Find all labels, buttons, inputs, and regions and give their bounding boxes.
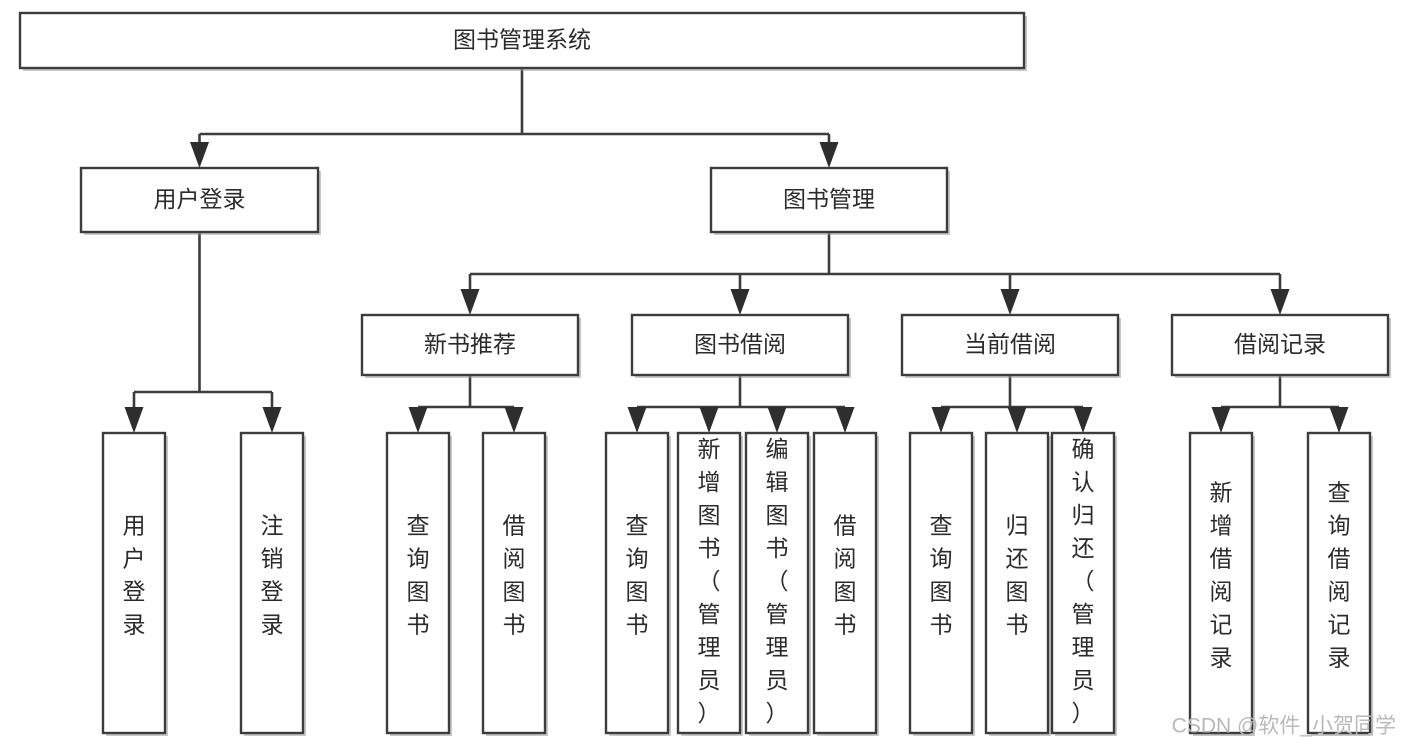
arrow-head-icon [460,289,480,315]
arrow-head-icon [262,407,282,433]
node-leaf-edit-book[interactable]: 编辑图书（管理员） [744,431,811,736]
node-label: 查询借阅记录 [1328,480,1351,671]
node-rect[interactable] [1306,431,1372,735]
node-rect[interactable] [604,431,670,735]
node-rect[interactable] [744,431,810,735]
connector-layer [124,68,1349,433]
arrow-head-icon [931,407,951,433]
node-label: 确认归还（管理员） [1072,436,1095,726]
node-label: 借阅记录 [1234,331,1326,357]
node-leaf-user-logout[interactable]: 注销登录 [239,431,306,736]
arrow-head-icon [767,407,787,433]
node-user-login[interactable]: 用户登录 [79,166,321,235]
arrow-head-icon [819,142,839,168]
arrow-head-icon [1329,407,1349,433]
node-label: 新书推荐 [424,331,516,357]
node-leaf-add-record[interactable]: 新增借阅记录 [1188,431,1255,736]
node-book-manage[interactable]: 图书管理 [709,166,950,235]
arrow-head-icon [1000,289,1020,315]
node-label: 查询图书 [407,513,430,638]
node-label: 用户登录 [123,513,146,638]
node-borrow-record[interactable]: 借阅记录 [1170,313,1391,378]
node-rect[interactable] [984,431,1050,735]
node-rect[interactable] [812,431,878,735]
node-current-borrow[interactable]: 当前借阅 [900,313,1121,378]
node-label: 用户登录 [154,186,246,212]
node-label: 编辑图书（管理员） [766,436,789,726]
node-label: 当前借阅 [964,331,1056,357]
node-rect[interactable] [101,431,167,735]
node-leaf-user-login[interactable]: 用户登录 [101,431,168,736]
arrow-head-icon [1007,407,1027,433]
node-leaf-query-book-3[interactable]: 查询图书 [908,431,975,736]
node-label: 注销登录 [261,513,284,638]
node-label: 新增借阅记录 [1210,480,1233,671]
arrow-head-icon [190,142,209,168]
node-leaf-query-book-1[interactable]: 查询图书 [385,431,452,736]
node-root[interactable]: 图书管理系统 [18,11,1027,71]
node-book-borrow[interactable]: 图书借阅 [630,313,851,378]
node-rect[interactable] [360,313,580,377]
node-label: 归还图书 [1006,513,1029,638]
node-rect[interactable] [481,431,547,735]
arrow-head-icon [504,407,524,433]
arrow-head-icon [627,407,647,433]
node-label: 借阅图书 [503,513,526,638]
node-leaf-borrow-book-2[interactable]: 借阅图书 [812,431,879,736]
node-rect[interactable] [239,431,305,735]
arrow-head-icon [835,407,855,433]
node-rect[interactable] [900,313,1120,377]
node-rect[interactable] [18,11,1026,70]
arrow-head-icon [1211,407,1231,433]
arrow-head-icon [699,407,719,433]
node-rect[interactable] [1050,431,1116,735]
node-rect[interactable] [1188,431,1254,735]
node-rect[interactable] [630,313,850,377]
node-label: 新增图书（管理员） [698,436,721,726]
node-rect[interactable] [676,431,742,735]
node-label: 图书管理系统 [453,27,591,53]
node-rect[interactable] [79,166,320,234]
node-new-book-recommend[interactable]: 新书推荐 [360,313,581,378]
node-leaf-query-record[interactable]: 查询借阅记录 [1306,431,1373,736]
arrow-head-icon [1073,407,1093,433]
node-leaf-confirm-return[interactable]: 确认归还（管理员） [1050,431,1117,736]
node-label: 借阅图书 [834,513,857,638]
node-leaf-query-book-2[interactable]: 查询图书 [604,431,671,736]
arrow-head-icon [408,407,428,433]
node-label: 图书管理 [783,186,875,212]
node-rect[interactable] [709,166,949,234]
arrow-head-icon [730,289,750,315]
node-leaf-add-book[interactable]: 新增图书（管理员） [676,431,743,736]
node-leaf-return-book[interactable]: 归还图书 [984,431,1051,736]
arrow-head-icon [1270,289,1290,315]
node-label: 查询图书 [626,513,649,638]
node-rect[interactable] [385,431,451,735]
node-leaf-borrow-book-1[interactable]: 借阅图书 [481,431,548,736]
node-layer: 图书管理系统用户登录图书管理新书推荐图书借阅当前借阅借阅记录用户登录注销登录查询… [18,11,1391,736]
node-label: 查询图书 [930,513,953,638]
node-rect[interactable] [908,431,974,735]
csdn-watermark: CSDN @软件_小贺同学 [1172,715,1396,738]
node-rect[interactable] [1170,313,1390,377]
arrow-head-icon [124,407,144,433]
node-label: 图书借阅 [694,331,786,357]
